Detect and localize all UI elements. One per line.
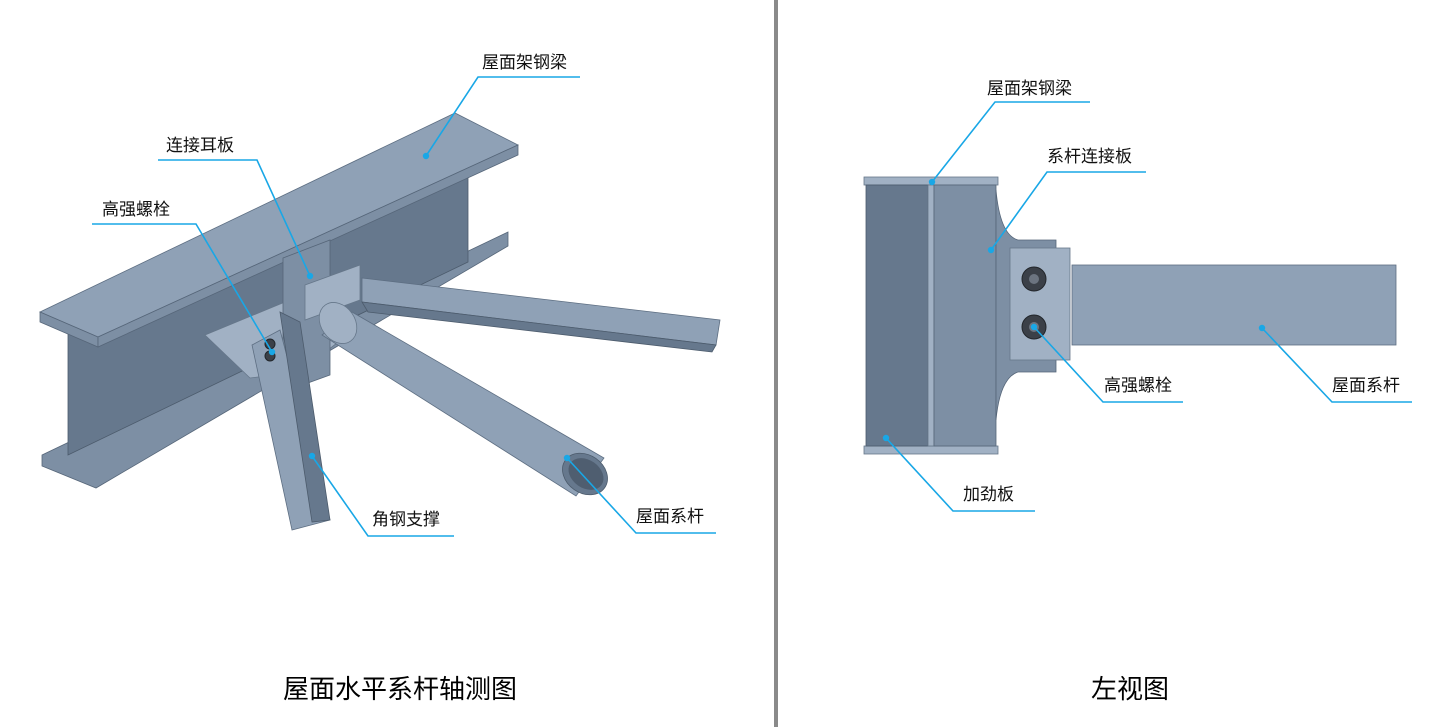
beam-top-flange-front: [97, 144, 519, 348]
label-roof-beam-right: 屋面架钢梁: [987, 79, 1072, 99]
side-beam-stiffener-right: [933, 184, 997, 447]
callout-bolt-left: 高强螺栓: [92, 200, 276, 356]
label-angle-brace: 角钢支撑: [372, 510, 440, 530]
panel-divider: [774, 0, 778, 727]
label-hs-bolt-right: 高强螺栓: [1104, 376, 1172, 396]
callout-tie-rod-left: 屋面系杆: [563, 454, 716, 534]
label-hs-bolt-left: 高强螺栓: [102, 200, 170, 220]
side-tie-rod: [1071, 264, 1397, 346]
side-beam-web: [927, 184, 935, 447]
callout-bolt-right: 高强螺栓: [1030, 323, 1183, 403]
tie-rod-pipe: [321, 311, 605, 497]
tie-rod-pipe-start: [318, 302, 358, 344]
callout-roof-beam-right: 屋面架钢梁: [928, 79, 1090, 186]
caption-axonometric: 屋面水平系杆轴测图: [283, 675, 517, 705]
tie-rod-pipe-bore: [568, 458, 604, 490]
label-stiffener: 加劲板: [963, 485, 1014, 505]
side-bolt-top: [1021, 266, 1047, 292]
label-tie-rod-right: 屋面系杆: [1332, 376, 1400, 396]
side-view-drawing: [863, 176, 1397, 455]
label-ear-plate: 连接耳板: [166, 136, 234, 156]
callout-tie-plate: 系杆连接板: [987, 147, 1146, 254]
callout-stiffener: 加劲板: [882, 434, 1035, 512]
label-roof-beam: 屋面架钢梁: [482, 53, 567, 73]
caption-side-view: 左视图: [1091, 675, 1169, 705]
side-end-plate: [1009, 247, 1071, 361]
axonometric-drawing: [39, 112, 721, 531]
connection-stiffener: [304, 264, 361, 321]
callout-roof-beam-left: 屋面架钢梁: [422, 53, 580, 160]
callout-ear-plate: 连接耳板: [158, 136, 314, 280]
callout-tie-rod-right: 屋面系杆: [1258, 324, 1412, 403]
angle-brace-horizontal-leg: [361, 301, 717, 353]
side-beam-bottom-flange: [863, 445, 999, 455]
callout-angle-brace: 角钢支撑: [308, 452, 454, 537]
label-tie-plate: 系杆连接板: [1047, 147, 1132, 167]
side-beam-stiffener-left: [865, 184, 929, 447]
angle-brace-down-leg: [279, 311, 331, 523]
label-tie-rod-left: 屋面系杆: [636, 507, 704, 527]
